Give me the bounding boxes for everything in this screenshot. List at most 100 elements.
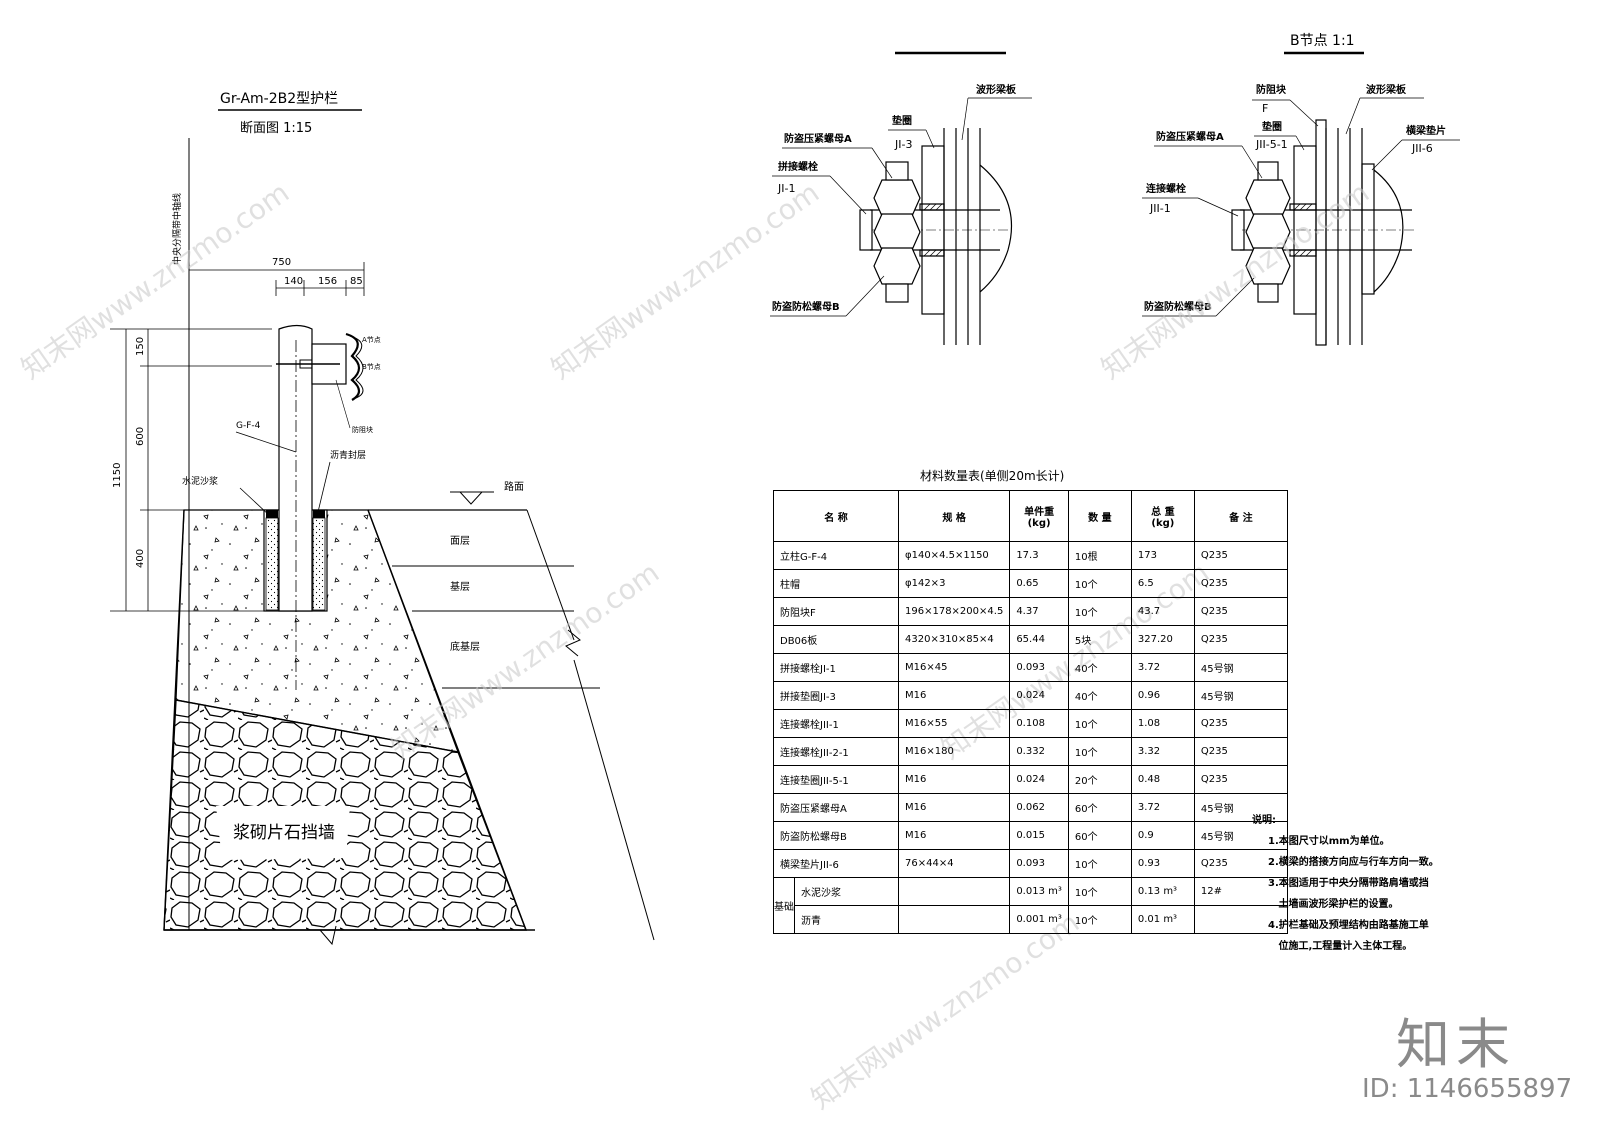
table-cell: Q235 — [1193, 849, 1288, 878]
table-cell: M16 — [897, 821, 1011, 850]
b-bolt-code: JII-1 — [1149, 202, 1171, 215]
table-cell: 40个 — [1067, 653, 1132, 682]
table-cell: M16 — [897, 793, 1011, 822]
nut-a-icon — [873, 179, 921, 217]
table-cell — [897, 877, 1011, 906]
notes: 说明: 1.本图尺寸以mm为单位。 2.横梁的搭接方向应与行车方向一致。 3.本… — [1252, 810, 1439, 957]
table-cell: 173 — [1130, 541, 1195, 570]
table-cell: 0.062 — [1009, 793, 1069, 822]
table-cell: 327.20 — [1130, 625, 1195, 654]
dim-400: 400 — [135, 549, 146, 568]
table-cell: φ142×3 — [897, 569, 1011, 598]
table-cell: 10个 — [1067, 569, 1132, 598]
watermark-4: 知末网www.znzmo.com — [385, 556, 665, 766]
table-cell: 10个 — [1067, 709, 1132, 738]
table-cell: M16×180 — [897, 737, 1011, 766]
table-cell: 0.024 — [1009, 765, 1069, 794]
note-item: 1.本图尺寸以mm为单位。 — [1268, 836, 1390, 847]
a-nut-b-label: 防盗防松螺母B — [772, 300, 840, 313]
section-title: Gr-Am-2B2型护栏 — [220, 91, 338, 107]
table-cell: 3.32 — [1130, 737, 1195, 766]
table-cell: 45号钢 — [1193, 681, 1288, 710]
image-id: ID: 1146655897 — [1362, 1074, 1573, 1104]
table-cell: DB06板 — [773, 625, 899, 654]
table-cell: 0.024 — [1009, 681, 1069, 710]
table-cell: 10个 — [1067, 877, 1132, 906]
materials-title: 材料数量表(单侧20m长计) — [920, 469, 1065, 483]
note-item: 3.本图适用于中央分隔带路肩墙或挡 — [1268, 878, 1429, 889]
surface-layer-label: 面层 — [450, 535, 470, 547]
foundation-label: 基础 — [773, 877, 795, 934]
table-cell: 横梁垫片JII-6 — [773, 849, 899, 878]
table-cell: 0.013 m³ — [1009, 877, 1069, 906]
note-item: 2.横梁的搭接方向应与行车方向一致。 — [1268, 857, 1439, 868]
detail-a: 波形梁板 垫圈 JI-3 防盗压紧螺母A 拼接螺栓 JI-1 防盗防松螺母B — [770, 51, 1032, 345]
table-cell: 40个 — [1067, 681, 1132, 710]
table-cell: M16 — [897, 681, 1011, 710]
table-cell: 10个 — [1067, 905, 1132, 934]
retaining-wall-label: 浆砌片石挡墙 — [233, 823, 335, 843]
table-cell — [1193, 905, 1288, 934]
detail-b: B节点 1:1 防阻块 F 波形梁板 防盗压紧螺母A 垫圈 JII-5-1 横梁… — [1142, 33, 1460, 346]
table-cell: 0.332 — [1009, 737, 1069, 766]
dim-1150: 1150 — [112, 463, 123, 488]
table-cell: 防盗防松螺母B — [773, 821, 899, 850]
a-bolt-code: JI-1 — [777, 182, 795, 195]
watermark-6: 知末网www.znzmo.com — [805, 906, 1085, 1116]
table-cell: 水泥沙浆 — [794, 877, 899, 906]
table-cell: 0.96 — [1130, 681, 1195, 710]
note-item: 位施工,工程量计入主体工程。 — [1268, 941, 1413, 952]
w-beam — [345, 332, 361, 401]
table-cell: M16 — [897, 765, 1011, 794]
table-header-row: 名 称 规 格 单件重(kg) 数 量 总 重(kg) 备 注 — [773, 490, 1288, 542]
table-cell: M16×55 — [897, 709, 1011, 738]
table-cell: 连接垫圈JII-5-1 — [773, 765, 899, 794]
table-cell: 连接螺栓JII-1 — [773, 709, 899, 738]
table-cell: Q235 — [1193, 597, 1288, 626]
a-washer-label: 垫圈 — [892, 114, 912, 127]
table-cell: Q235 — [1193, 765, 1288, 794]
table-cell: 拼接垫圈JI-3 — [773, 681, 899, 710]
table-cell: 0.093 — [1009, 653, 1069, 682]
table-cell: 60个 — [1067, 821, 1132, 850]
detail-b-title: B节点 1:1 — [1290, 33, 1355, 49]
mortar-label: 水泥沙浆 — [182, 475, 218, 487]
asphalt-label: 沥青封层 — [330, 449, 366, 461]
table-cell: 76×44×4 — [897, 849, 1011, 878]
note-item: 土墙画波形梁护栏的设置。 — [1268, 899, 1399, 910]
table-cell: 连接螺栓JII-2-1 — [773, 737, 899, 766]
b-washer-code: JII-5-1 — [1255, 138, 1288, 151]
table-cell: 0.015 — [1009, 821, 1069, 850]
nut-b-icon — [873, 247, 921, 285]
table-cell: Q235 — [1193, 625, 1288, 654]
table-cell: 20个 — [1067, 765, 1132, 794]
section-drawing: Gr-Am-2B2型护栏 断面图 1:15 中央分隔带中轴线 750 140 1… — [110, 91, 655, 946]
table-cell: 1.08 — [1130, 709, 1195, 738]
table-header: 备 注 — [1193, 490, 1288, 542]
table-cell: 5块 — [1067, 625, 1132, 654]
mortar-left — [265, 517, 279, 611]
a-beam-label: 波形梁板 — [976, 83, 1017, 96]
table-cell: 10个 — [1067, 849, 1132, 878]
table-header: 名 称 — [773, 490, 899, 542]
table-cell: 防阻块F — [773, 597, 899, 626]
table-cell: 立柱G-F-4 — [773, 541, 899, 570]
table-cell: 0.093 — [1009, 849, 1069, 878]
b-bolt-label: 连接螺栓 — [1146, 182, 1186, 195]
table-cell: 45号钢 — [1193, 793, 1288, 822]
table-cell: 0.01 m³ — [1130, 905, 1195, 934]
table-cell: 3.72 — [1130, 793, 1195, 822]
table-cell: 45号钢 — [1193, 653, 1288, 682]
table-cell: M16×45 — [897, 653, 1011, 682]
